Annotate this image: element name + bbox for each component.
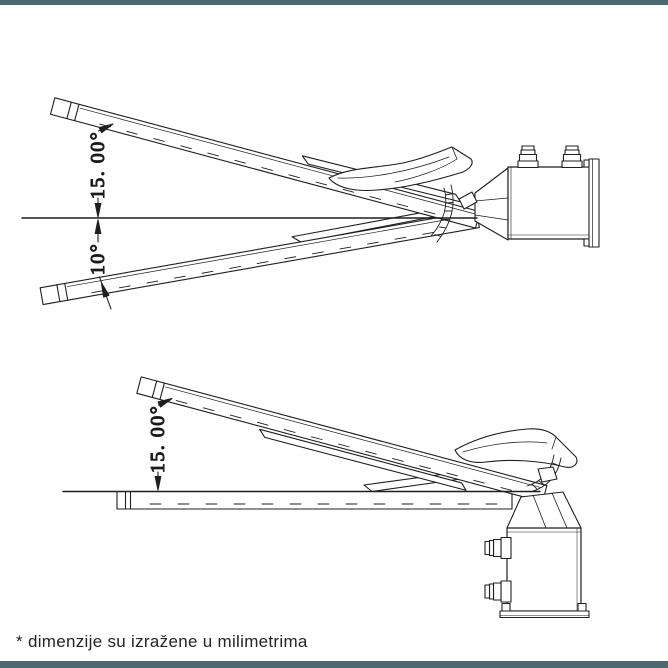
saddle-lower-curve (394, 158, 458, 183)
dimension-arrow-icon (98, 123, 114, 134)
neck-rib-line (532, 494, 547, 529)
upper-arm-edge-line (79, 107, 476, 215)
dimension-arrow-up-icon (94, 219, 102, 235)
top-accent-bar (0, 0, 668, 5)
clamp-tab (583, 159, 590, 168)
lower-arm (39, 207, 480, 306)
angle-label-bottom-15: 15. 00° (147, 405, 169, 474)
neck-rib-line (474, 214, 509, 221)
upper-arm (49, 97, 481, 229)
bottom-accent-bar (0, 661, 668, 668)
horizontal-arm (116, 471, 513, 510)
pole-clamp-plate (588, 158, 600, 248)
lower-arm-end-cap (64, 282, 69, 301)
neck-rib-line (551, 492, 568, 529)
hinge-tab (537, 466, 558, 483)
tilted-arm-far-tube-blade (259, 428, 467, 491)
base-plate (499, 602, 590, 619)
tilted-arm-edge-line (165, 386, 542, 489)
mounting-bracket-box (507, 166, 593, 240)
horizontal-arm-body (116, 490, 513, 510)
saddle-fold-line (451, 146, 458, 160)
angle-dimension-top-15: 15. 00° (86, 123, 114, 218)
angle-label-top-15: 15. 00° (87, 131, 109, 200)
cable-gland (561, 145, 583, 169)
bottom-view: 15. 00° (62, 376, 590, 619)
dimensions-footnote: * dimenzije su izražene u milimetrima (16, 632, 308, 651)
angle-dimension-top-10: 10° (86, 219, 112, 310)
hinge-tab (458, 191, 478, 210)
upper-arm-end-cap (74, 103, 80, 122)
saddle-cover (328, 146, 473, 192)
upper-arm-led-dashes (99, 123, 448, 218)
saddle-inner-curve (462, 441, 548, 453)
dimension-arrow-icon (100, 282, 110, 298)
cable-gland (484, 580, 512, 603)
saddle-inner-curve (337, 156, 450, 179)
lower-arm-end-cap (56, 284, 61, 303)
base-plate-tab (501, 602, 511, 613)
cable-gland (484, 536, 512, 560)
base-plate-tab (577, 602, 587, 613)
lower-arm-edge-line (66, 215, 472, 287)
tilted-arm-end-cap (151, 380, 158, 398)
mounting-bracket-box (506, 527, 582, 612)
mounting-neck (474, 167, 509, 241)
neck-rib-line (474, 197, 509, 202)
clamp-tab (583, 238, 590, 247)
tilted-arm-led-dashes (175, 400, 518, 493)
cable-gland (517, 145, 539, 169)
angle-dimension-bottom-15: 15. 00° (146, 397, 173, 491)
tilted-arm-end-cap (159, 382, 165, 401)
top-view: 15. 00° 10° (21, 97, 600, 310)
saddle-cover (454, 428, 578, 468)
hinge-ribs (430, 184, 454, 243)
base-plate-bar (499, 610, 590, 619)
upper-arm-end-cap (66, 101, 72, 120)
dimension-arrow-icon (157, 397, 173, 408)
saddle-fold-line (551, 436, 557, 450)
angle-label-top-10: 10° (87, 243, 109, 276)
lower-arm-led-dashes (91, 229, 447, 294)
